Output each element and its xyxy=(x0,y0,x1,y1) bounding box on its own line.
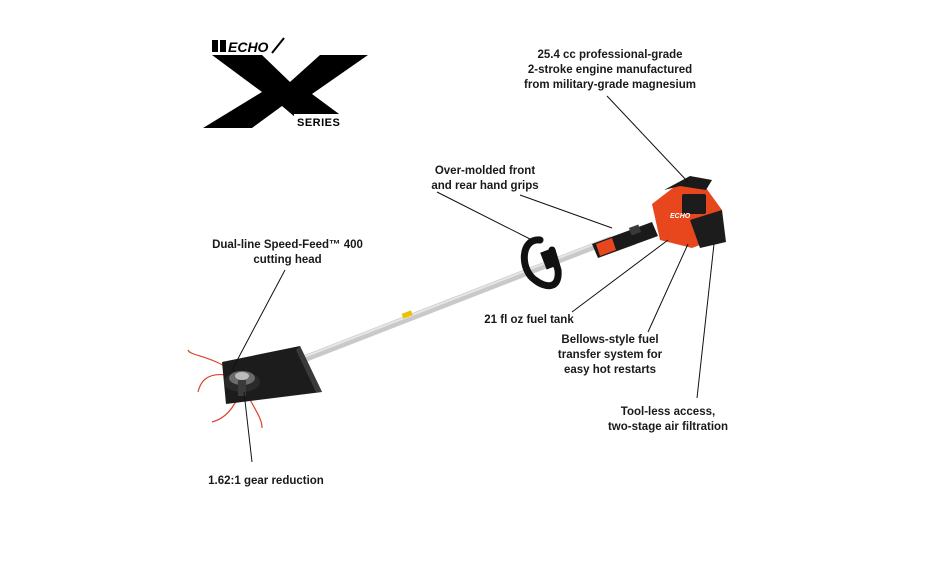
svg-text:ECHO: ECHO xyxy=(228,39,269,55)
leader-gear xyxy=(243,391,253,463)
leader-bellows xyxy=(647,243,689,333)
leader-filter xyxy=(696,243,715,399)
callout-grips: Over-molded front and rear hand grips xyxy=(431,165,539,192)
callout-gear-reduction: 1.62:1 gear reduction xyxy=(208,475,324,487)
front-handle xyxy=(520,236,562,290)
leader-head xyxy=(231,269,286,371)
callout-engine: 25.4 cc professional-grade 2-stroke engi… xyxy=(524,49,696,91)
callout-fuel-tank: 21 fl oz fuel tank xyxy=(484,314,574,326)
cutting-head xyxy=(224,371,260,396)
leader-grips-front xyxy=(436,191,533,241)
leader-grips-rear xyxy=(519,194,613,229)
callout-cutting-head: Dual-line Speed-Feed™ 400 cutting head xyxy=(212,239,363,266)
svg-text:SERIES: SERIES xyxy=(297,117,340,129)
engine: ECHO xyxy=(652,176,726,248)
callout-bellows: Bellows-style fuel transfer system for e… xyxy=(557,334,663,376)
echo-x-series-logo: SERIES ECHO xyxy=(203,37,368,129)
leader-tank xyxy=(571,239,669,313)
rear-grip xyxy=(592,222,658,258)
leader-engine xyxy=(606,95,689,183)
engine-decal: ECHO xyxy=(670,213,691,220)
callout-air-filter: Tool-less access, two-stage air filtrati… xyxy=(607,406,729,433)
